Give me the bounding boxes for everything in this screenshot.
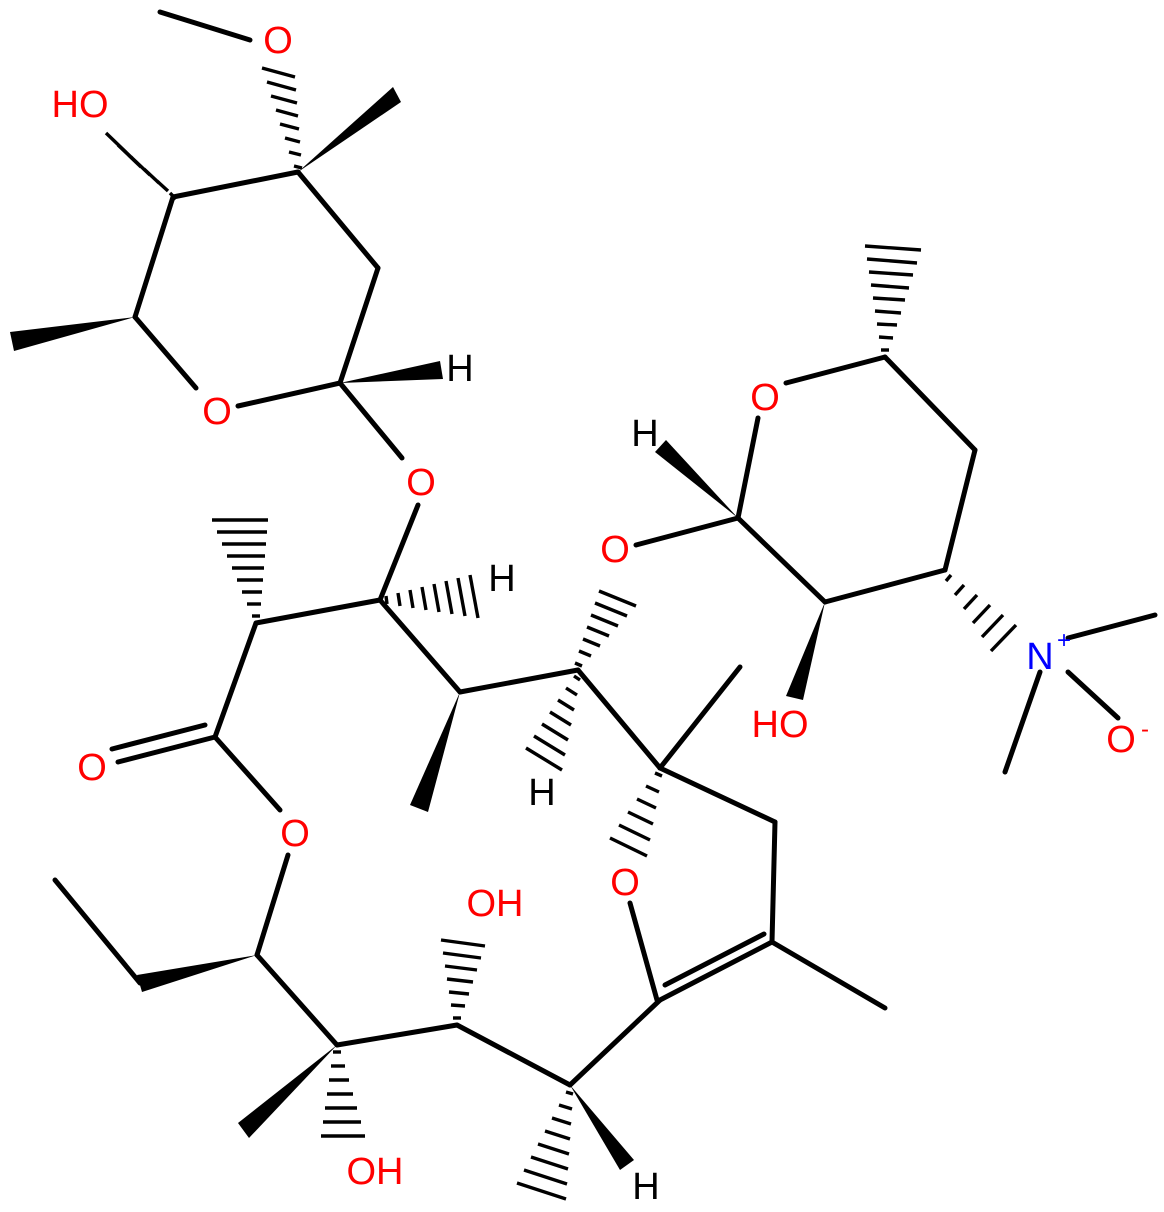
hash-desosamine-nitrogen	[944, 573, 1018, 653]
hash-c3-h	[384, 574, 480, 619]
desosamine-ring-oxygen-label: O	[750, 377, 780, 419]
hash-cladinose-methoxy	[261, 66, 303, 170]
cladinose-ring-oxygen-label: O	[202, 391, 232, 433]
hash-c11-hydroxyl	[440, 938, 486, 1020]
desosamine-glycosidic-oxygen-label: O	[600, 529, 630, 571]
hash-c5-oxygen	[574, 589, 637, 668]
desosamine-hydroxyl-label: HO	[752, 704, 809, 746]
cladinose-hydroxyl-label: HO	[52, 84, 109, 126]
n-oxide-oxygen-label: O	[1106, 719, 1136, 761]
hash-desosamine-methyl	[864, 244, 922, 352]
wedge-cladinose-methyl	[298, 87, 401, 172]
n-oxide-negative-charge: -	[1141, 716, 1149, 743]
hash-c10-methyl	[516, 1090, 574, 1201]
c5-hydrogen-label: H	[528, 772, 555, 814]
hashed-bonds	[104, 66, 1018, 1201]
c12-hydroxyl-label: OH	[347, 1151, 404, 1193]
carbonyl-oxygen-label: O	[77, 747, 107, 789]
wedge-desosamine-anomeric-h	[655, 440, 738, 518]
cladinose-anomeric-h-label: H	[446, 348, 473, 390]
nitrogen-positive-charge: +	[1057, 627, 1071, 654]
atom-labels: O HO O H O H O H O HO N + O - O O H O OH…	[52, 20, 1150, 1208]
hash-c5-h	[525, 674, 581, 772]
cladinose-glycosidic-oxygen-label: O	[406, 462, 436, 504]
methoxy-oxygen-label: O	[263, 20, 293, 62]
wedge-c13-ethyl	[137, 955, 257, 992]
c11-hydroxyl-label: OH	[467, 883, 524, 925]
double-bonds	[109, 722, 775, 1003]
c3-hydrogen-label: H	[488, 558, 515, 600]
hash-c2-methyl	[212, 518, 268, 618]
wedge-c4-methyl	[410, 692, 460, 812]
hash-c6-oxygen	[609, 771, 663, 858]
wedge-cladinose-c5-methyl	[10, 317, 135, 351]
wedge-bonds	[10, 87, 825, 1170]
wedge-cladinose-anomeric-h	[340, 361, 443, 383]
wedge-c8-h	[570, 1085, 634, 1170]
desosamine-anomeric-h-label: H	[631, 413, 658, 455]
c8-hydrogen-label: H	[632, 1166, 659, 1208]
single-bonds	[52, 9, 1158, 1088]
hash-cladinose-hydroxyl	[104, 131, 178, 201]
dimethylamine-nitrogen-label: N	[1026, 636, 1053, 678]
wedge-c12-methyl	[238, 1045, 337, 1138]
wedge-desosamine-oh	[786, 602, 825, 700]
enol-ether-oxygen-label: O	[610, 862, 640, 904]
lactone-oxygen-label: O	[280, 813, 310, 855]
hash-c12-hydroxyl	[321, 1050, 365, 1138]
